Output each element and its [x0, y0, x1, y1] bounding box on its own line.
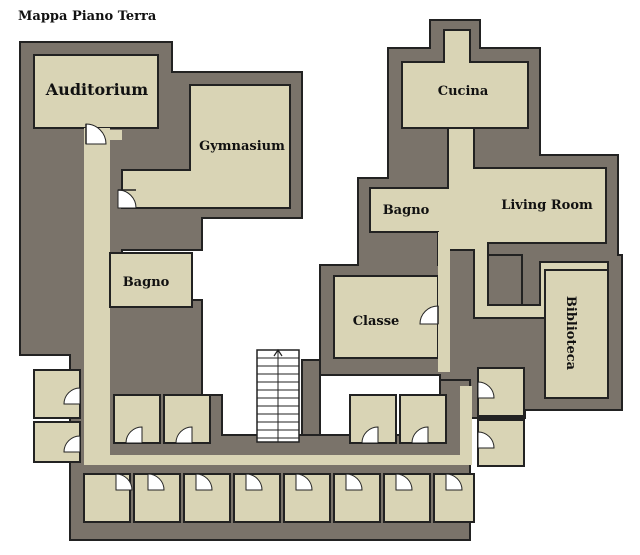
door-icon[interactable] [345, 473, 363, 491]
door-icon[interactable] [245, 473, 263, 491]
cubicle[interactable] [183, 473, 231, 523]
doors [63, 123, 495, 491]
door-icon[interactable] [477, 381, 495, 399]
door-icon[interactable] [115, 473, 133, 491]
door-icon[interactable] [361, 426, 379, 444]
map-title: Mappa Piano Terra [18, 9, 157, 24]
stairs-arrow-icon [273, 348, 283, 357]
rooms-layer [33, 29, 609, 465]
door-icon[interactable] [395, 473, 413, 491]
door-icon[interactable] [175, 426, 193, 444]
door-icon[interactable] [195, 473, 213, 491]
door-icon[interactable] [411, 426, 429, 444]
door-icon[interactable] [445, 473, 463, 491]
door-icon[interactable] [477, 431, 495, 449]
auditorium-label: Auditorium [45, 80, 149, 99]
cucina-label: Cucina [438, 84, 489, 99]
living-room-label: Living Room [501, 198, 593, 213]
door-icon[interactable] [147, 473, 165, 491]
bagno-west-room[interactable] [109, 252, 193, 308]
door-icon[interactable] [85, 123, 107, 145]
cucina-room[interactable] [401, 29, 529, 129]
biblioteca-label: Biblioteca [563, 296, 578, 371]
door-icon[interactable] [117, 189, 137, 209]
classe-corridor [438, 232, 450, 372]
staircase[interactable] [256, 348, 300, 443]
door-icon[interactable] [419, 305, 439, 325]
gymnasium-label: Gymnasium [199, 139, 285, 154]
classe-label: Classe [353, 314, 400, 329]
door-icon[interactable] [63, 387, 81, 405]
biblioteca-room[interactable] [544, 269, 609, 399]
bagno-west-label: Bagno [123, 275, 170, 290]
auditorium-room[interactable] [33, 54, 159, 129]
door-icon[interactable] [63, 435, 81, 453]
bagno-east-label: Bagno [383, 203, 430, 218]
door-icon[interactable] [295, 473, 313, 491]
room-labels: Auditorium Gymnasium Bagno Cucina Bagno … [45, 80, 593, 371]
door-icon[interactable] [125, 426, 143, 444]
